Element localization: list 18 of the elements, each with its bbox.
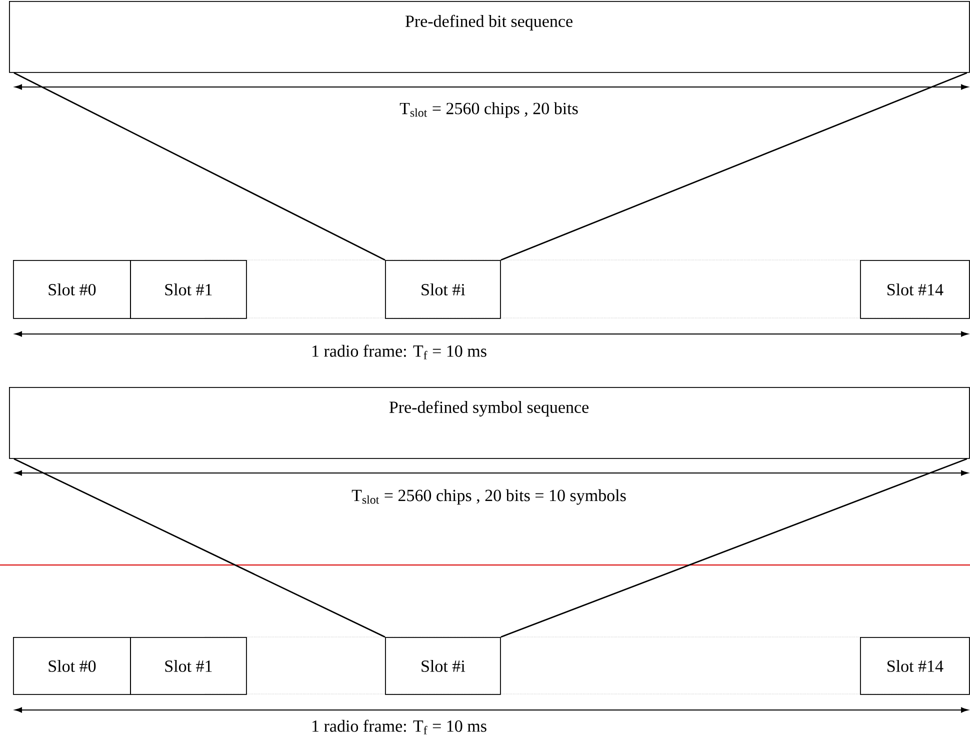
- slot-box: Slot #0: [13, 260, 131, 319]
- slot-box: Slot #14: [860, 637, 970, 695]
- dimension-label: T$_{slot}$ = 2560 chips , 20 bits: [398, 100, 580, 120]
- zoom-line: [14, 72, 386, 261]
- dimension-label: 1 radio frame: T$_{f}$ = 10 ms: [309, 718, 489, 736]
- slot-box: Slot #14: [860, 260, 970, 319]
- slot-box: Slot #1: [130, 637, 247, 695]
- zoom-line: [500, 72, 968, 261]
- slot-box: Slot #0: [13, 637, 131, 695]
- dimension-label: 1 radio frame: T$_{f}$ = 10 ms: [309, 342, 489, 362]
- slot-box: Slot #1: [130, 260, 247, 319]
- zoom-line: [14, 458, 386, 638]
- slot-box: Slot #i: [385, 260, 501, 319]
- sequence-box: Pre-defined symbol sequence: [9, 387, 970, 459]
- dimension-label: T$_{slot}$ = 2560 chips , 20 bits = 10 symbols: [350, 487, 628, 507]
- sequence-box: Pre-defined bit sequence: [9, 1, 970, 73]
- slot-box: Slot #i: [385, 637, 501, 695]
- zoom-line: [500, 458, 968, 638]
